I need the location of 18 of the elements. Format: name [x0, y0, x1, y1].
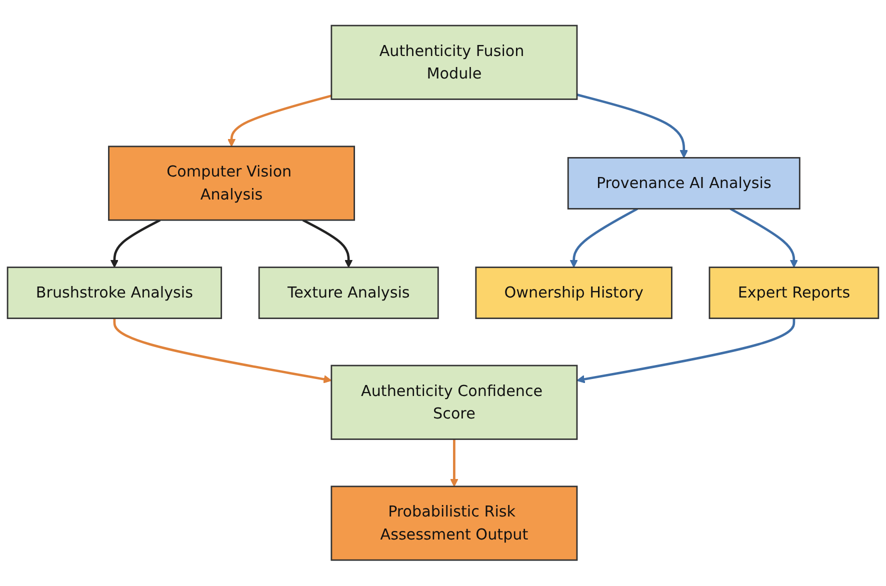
arrow: [110, 219, 161, 268]
node-box: Texture Analysis: [258, 266, 439, 320]
node-box: Brushstroke Analysis: [6, 266, 222, 320]
arrow: [576, 94, 688, 158]
arrow: [570, 208, 638, 268]
arrow: [730, 208, 798, 268]
arrow: [302, 219, 353, 268]
node-box: Probabilistic Risk Assessment Output: [330, 486, 578, 561]
arrow: [227, 94, 332, 147]
node-box: Authenticity Fusion Module: [330, 25, 578, 100]
arrow: [113, 318, 332, 384]
arrow: [576, 318, 796, 384]
node-box: Ownership History: [475, 266, 672, 320]
node-box: Computer Vision Analysis: [108, 146, 356, 221]
node-box: Provenance AI Analysis: [567, 157, 800, 210]
node-box: Authenticity Confidence Score: [330, 365, 578, 440]
node-box: Expert Reports: [708, 266, 880, 320]
arrow: [450, 439, 458, 487]
